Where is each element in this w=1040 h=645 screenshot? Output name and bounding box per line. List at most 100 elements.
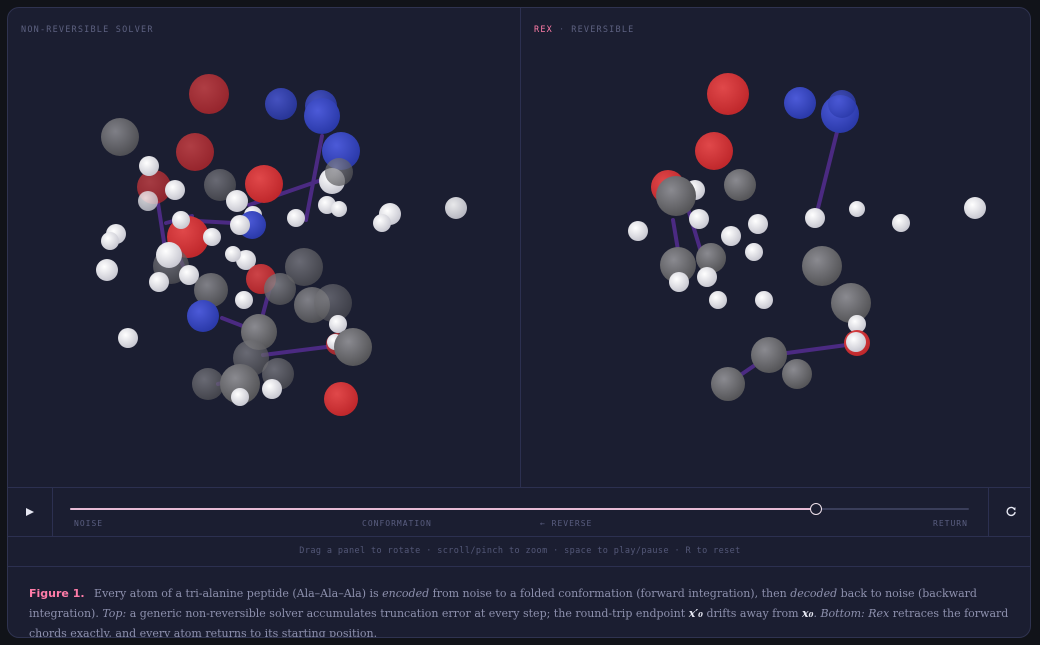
play-button[interactable]: [8, 488, 53, 536]
hydrogen-atom: [230, 215, 250, 235]
caption-text: back to noise (backward integration).: [29, 587, 977, 620]
hydrogen-atom: [745, 243, 763, 261]
oxygen-atom: [176, 133, 214, 171]
bond: [785, 342, 856, 355]
carbon-atom: [101, 118, 139, 156]
hydrogen-atom: [139, 156, 159, 176]
carbon-atom: [285, 248, 323, 286]
timeline-thumb[interactable]: [810, 503, 823, 515]
reset-icon: [1006, 506, 1016, 517]
caption-emphasis: Bottom: Rex: [820, 607, 890, 620]
title-separator: ·: [558, 25, 566, 35]
carbon-atom: [802, 246, 842, 286]
molecule-scene-left[interactable]: [8, 8, 520, 487]
hydrogen-atom: [118, 328, 138, 348]
carbon-atom: [751, 337, 787, 373]
caption-text: from noise to a folded conformation (for…: [432, 587, 787, 600]
hydrogen-atom: [149, 272, 169, 292]
hydrogen-atom: [721, 226, 741, 246]
bond: [671, 218, 680, 252]
hydrogen-atom: [231, 388, 249, 406]
nitrogen-atom: [187, 300, 219, 332]
nitrogen-atom: [784, 87, 816, 119]
hydrogen-atom: [165, 180, 185, 200]
panel-title: NON-REVERSIBLE SOLVER: [21, 25, 154, 35]
caption-text: .: [813, 607, 817, 620]
hydrogen-atom: [373, 214, 391, 232]
carbon-atom: [711, 367, 745, 401]
hydrogen-atom: [287, 209, 305, 227]
carbon-atom: [204, 169, 236, 201]
phase-label-conformation: CONFORMATION: [362, 519, 432, 528]
nitrogen-atom: [828, 90, 856, 118]
rex-brand-label: REX: [534, 25, 553, 35]
caption-text: retraces the forward chords exactly, and…: [29, 607, 1009, 638]
carbon-atom: [831, 283, 871, 323]
hydrogen-atom: [669, 272, 689, 292]
hydrogen-atom: [101, 232, 119, 250]
hydrogen-atom: [172, 211, 190, 229]
hydrogen-atom: [755, 291, 773, 309]
keyboard-hint: Drag a panel to rotate · scroll/pinch to…: [8, 537, 1030, 567]
timeline-progress: [70, 508, 817, 510]
play-icon: [26, 508, 34, 516]
figure-frame: NON-REVERSIBLE SOLVER REX·REVERSIBLE NOI…: [7, 7, 1031, 638]
non-reversible-panel[interactable]: NON-REVERSIBLE SOLVER: [8, 8, 521, 487]
phase-label-return: RETURN: [933, 519, 968, 528]
phase-label-reverse: ← REVERSE: [540, 519, 593, 528]
oxygen-atom: [707, 73, 749, 115]
carbon-atom: [724, 169, 756, 201]
hydrogen-atom: [331, 201, 347, 217]
timeline-slider[interactable]: [70, 503, 969, 515]
carbon-atom: [264, 273, 296, 305]
hydrogen-atom: [697, 267, 717, 287]
hydrogen-atom: [156, 242, 182, 268]
carbon-atom: [325, 158, 353, 186]
hydrogen-atom: [226, 190, 248, 212]
figure-label: Figure 1.: [29, 587, 85, 600]
carbon-atom: [660, 247, 696, 283]
oxygen-atom: [695, 132, 733, 170]
hydrogen-atom: [262, 379, 282, 399]
hydrogen-atom: [964, 197, 986, 219]
hydrogen-atom: [848, 315, 866, 333]
oxygen-atom: [245, 165, 283, 203]
carbon-atom: [334, 328, 372, 366]
bond: [304, 134, 324, 222]
hydrogen-atom: [892, 214, 910, 232]
figure-caption: Figure 1. Every atom of a tri-alanine pe…: [29, 584, 1014, 638]
carbon-atom: [782, 359, 812, 389]
math-symbol-x0: x₀: [802, 607, 814, 620]
nitrogen-atom: [304, 98, 340, 134]
caption-text: Every atom of a tri-alanine peptide (Ala…: [94, 587, 379, 600]
hydrogen-atom: [709, 291, 727, 309]
hydrogen-atom: [748, 214, 768, 234]
hydrogen-atom: [849, 201, 865, 217]
caption-emphasis: Top:: [102, 607, 127, 620]
carbon-atom: [656, 176, 696, 216]
reset-button[interactable]: [988, 488, 1030, 536]
hydrogen-atom: [805, 208, 825, 228]
carbon-atom: [220, 364, 260, 404]
hydrogen-atom: [96, 259, 118, 281]
playback-controls: NOISE CONFORMATION ← REVERSE RETURN: [8, 487, 1030, 537]
math-symbol-x0-prime: x′₀: [688, 607, 703, 620]
hydrogen-atom: [846, 332, 866, 352]
hydrogen-atom: [138, 191, 158, 211]
hydrogen-atom: [179, 265, 199, 285]
hydrogen-atom: [225, 246, 241, 262]
bond: [814, 130, 839, 218]
molecule-scene-right[interactable]: [521, 8, 1031, 487]
hydrogen-atom: [689, 209, 709, 229]
carbon-atom: [314, 284, 352, 322]
hydrogen-atom: [236, 250, 256, 270]
carbon-atom: [194, 273, 228, 307]
carbon-atom: [696, 243, 726, 273]
oxygen-atom: [324, 382, 358, 416]
caption-text: drifts away from: [706, 607, 799, 620]
hydrogen-atom: [235, 291, 253, 309]
hydrogen-atom: [628, 221, 648, 241]
reversible-panel[interactable]: REX·REVERSIBLE: [521, 8, 1031, 487]
hydrogen-atom: [445, 197, 467, 219]
nitrogen-atom: [265, 88, 297, 120]
